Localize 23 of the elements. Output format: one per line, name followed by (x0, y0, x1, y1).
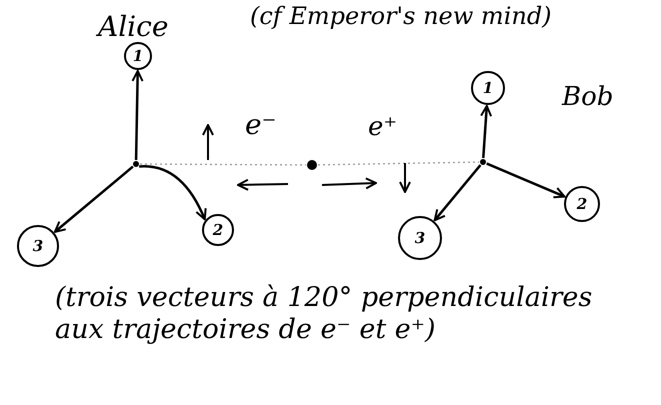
dot (133, 161, 139, 167)
text-label: Bob (562, 82, 614, 112)
arrow (54, 166, 134, 233)
dot (480, 159, 486, 165)
numbered-circle: 2 (202, 214, 234, 246)
arrow (486, 162, 566, 198)
note-text: (cf Emperor's new mind) (250, 2, 552, 30)
text-label: e⁻ (245, 108, 276, 141)
dot (307, 160, 317, 170)
arrow (434, 164, 482, 222)
text-label: Alice (98, 10, 168, 43)
numbered-circle: 1 (471, 71, 505, 105)
note-text: (trois vecteurs à 120° perpendiculaires aux trajectoires de e⁻ et e⁺) (55, 282, 594, 347)
numbered-circle: 2 (564, 186, 600, 222)
numbered-circle: 3 (398, 216, 442, 260)
dotted-line (318, 161, 480, 166)
numbered-circle: 3 (17, 225, 59, 267)
arrow (132, 70, 144, 160)
wavy-arrow (139, 165, 206, 220)
text-label: e⁺ (368, 112, 398, 142)
dotted-line (140, 163, 306, 166)
arrow (480, 104, 492, 158)
numbered-circle: 1 (124, 42, 152, 70)
